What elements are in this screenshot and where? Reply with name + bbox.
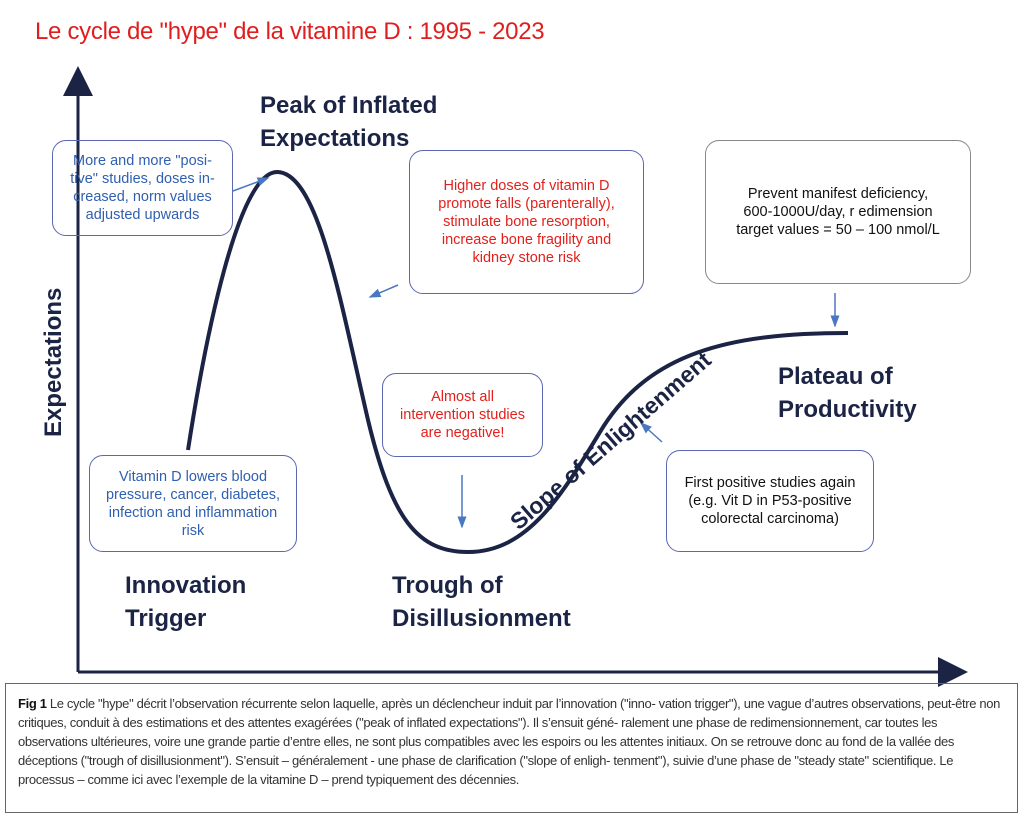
stage-peak-line2: Expectations xyxy=(260,125,410,152)
stage-trough: Trough of Disillusionment xyxy=(392,569,571,635)
box-lowers-risk: Vitamin D lowers blood pressure, cancer,… xyxy=(89,455,297,552)
hype-curve xyxy=(186,169,849,555)
arrow-to-peak xyxy=(232,177,270,192)
stage-peak: Peak of Inflated Expectations xyxy=(260,89,437,155)
arrow-to-slope xyxy=(639,421,663,443)
stage-trough-line2: Disillusionment xyxy=(392,605,571,632)
box-prevent-deficiency: Prevent manifest deficiency, 600-1000U/d… xyxy=(705,140,971,284)
stage-trigger: Innovation Trigger xyxy=(125,569,246,635)
stage-trigger-line2: Trigger xyxy=(125,605,207,632)
stage-plateau-line2: Productivity xyxy=(778,396,917,423)
box-positive-studies: More and more "posi- tive" studies, dose… xyxy=(52,140,233,236)
stage-trigger-line1: Innovation xyxy=(125,572,247,599)
arrow-to-decline xyxy=(368,284,399,298)
box-higher-doses: Higher doses of vitamin D promote falls … xyxy=(409,150,644,294)
caption-label: Fig 1 xyxy=(18,696,47,711)
stage-peak-line1: Peak of Inflated xyxy=(260,92,438,119)
y-axis-label: Expectations xyxy=(40,287,67,437)
figure-title: Le cycle de "hype" de la vitamine D : 19… xyxy=(35,18,545,45)
figure-caption: Fig 1 Le cycle "hype" décrit l’observati… xyxy=(5,683,1018,813)
caption-text: Le cycle "hype" décrit l’observation réc… xyxy=(18,696,1001,787)
box-intervention-studies: Almost all intervention studies are nega… xyxy=(382,373,543,457)
box-first-positive: First positive studies again (e.g. Vit D… xyxy=(666,450,874,552)
stage-trough-line1: Trough of xyxy=(392,572,503,599)
stage-plateau-line1: Plateau of xyxy=(778,363,893,390)
stage-plateau: Plateau of Productivity xyxy=(778,360,917,426)
